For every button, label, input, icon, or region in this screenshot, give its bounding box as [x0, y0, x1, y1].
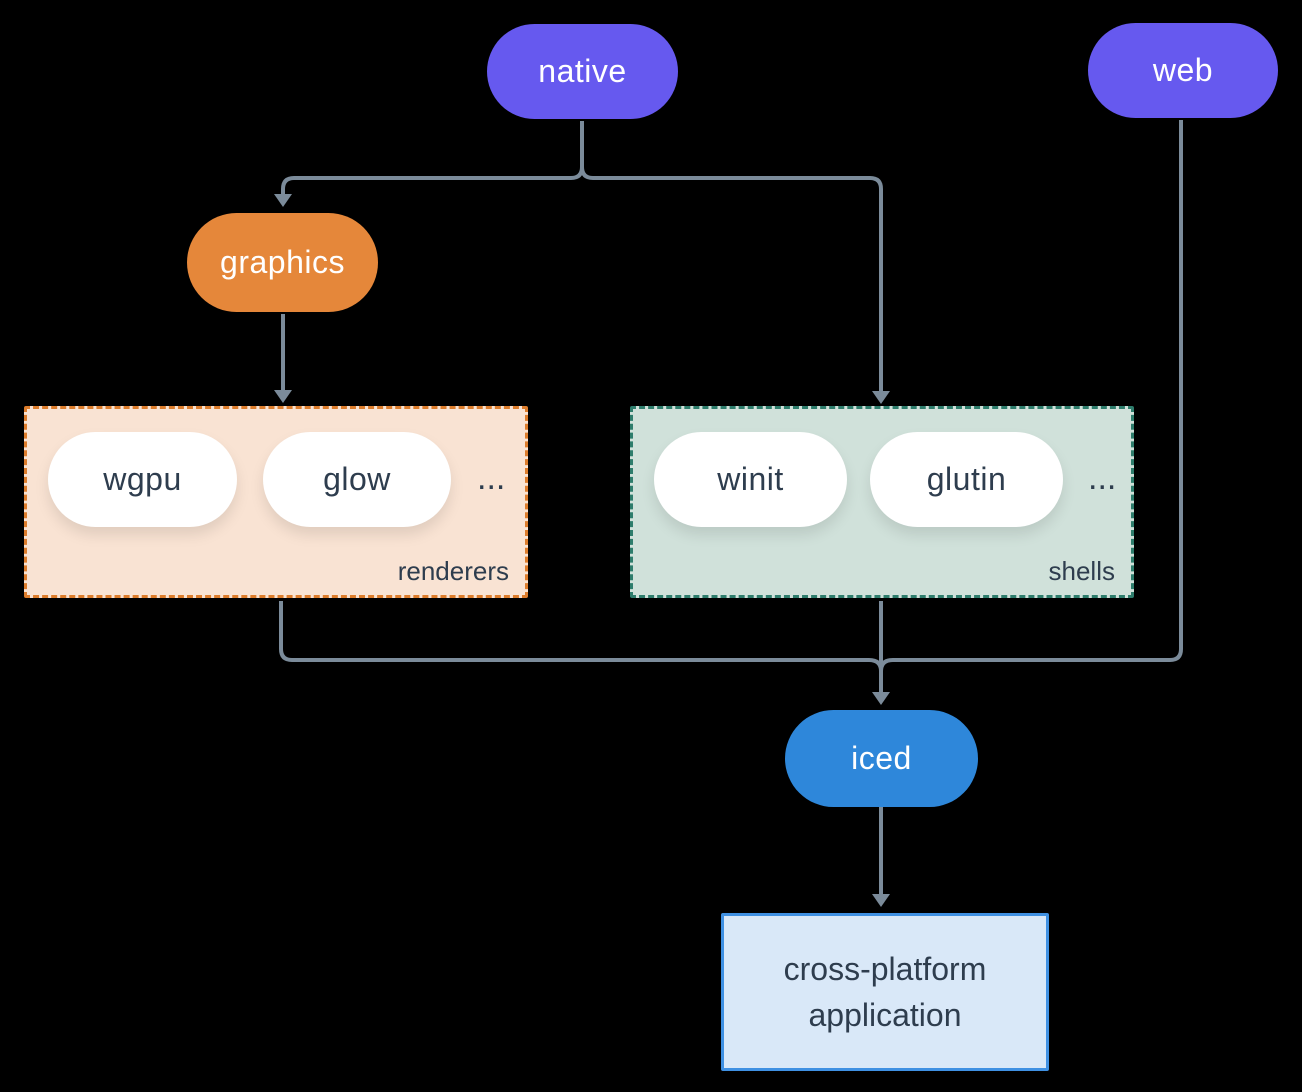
arrowhead-renderers [274, 390, 292, 403]
node-cross-platform-application: cross-platform application [721, 913, 1049, 1071]
node-iced: iced [785, 710, 978, 807]
renderers-group-label: renderers [397, 556, 509, 586]
node-glutin: glutin [870, 432, 1063, 527]
shells-group-label: shells [1048, 556, 1115, 586]
edge-native-to-graphics [281, 121, 584, 194]
arrowhead-shells [872, 391, 890, 404]
node-graphics: graphics [187, 213, 378, 312]
shells-ellipsis: ... [1088, 459, 1117, 497]
arrowhead-iced [872, 692, 890, 705]
edge-native-to-shells [580, 121, 883, 391]
node-glow: glow [263, 432, 451, 527]
arrowhead-application [872, 894, 890, 907]
group-renderers: wgpu glow ... renderers [24, 406, 528, 598]
node-winit: winit [654, 432, 847, 527]
node-native: native [487, 24, 678, 119]
node-web: web [1088, 23, 1278, 118]
edge-renderers-to-junction [279, 601, 883, 672]
arrowhead-graphics [274, 194, 292, 207]
renderers-ellipsis: ... [477, 459, 506, 497]
node-wgpu: wgpu [48, 432, 237, 527]
group-shells: winit glutin ... shells [630, 406, 1134, 598]
